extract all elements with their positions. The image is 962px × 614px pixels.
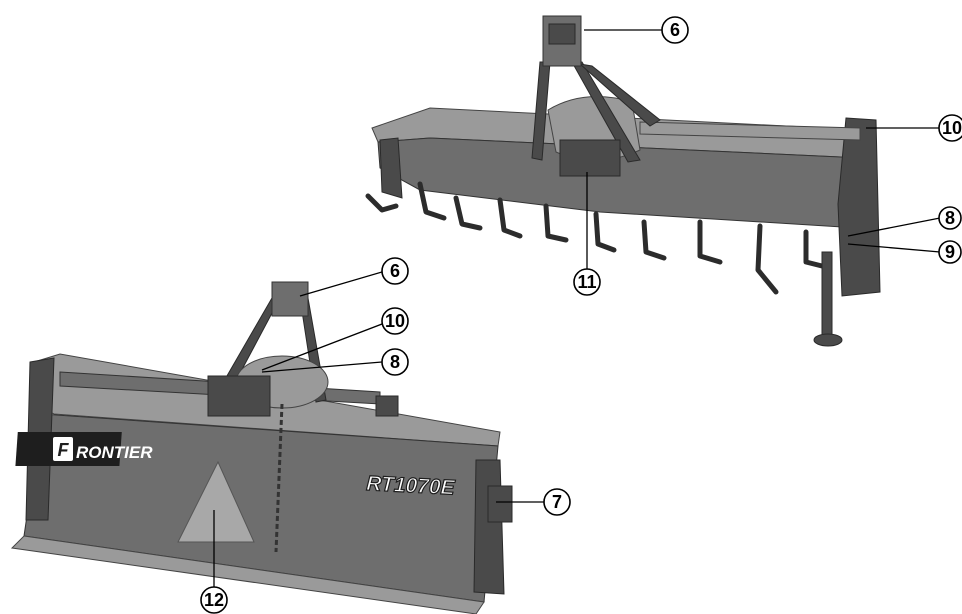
front-adjust-chain (274, 403, 284, 553)
callout-front-10-label: 10 (385, 311, 405, 331)
warning-triangle (177, 460, 255, 543)
callout-rear-6: 6 (661, 16, 689, 44)
leader-front-10 (261, 323, 383, 371)
front-view-tiller: F RONTIER RT1070E (10, 281, 513, 614)
front-chain-case (473, 459, 505, 595)
callout-markers: 6 10 8 9 11 6 10 8 (200, 16, 962, 614)
front-lower-hitch-bracket (375, 395, 399, 417)
front-trailing-board (10, 535, 485, 614)
rear-stand-foot (813, 333, 843, 347)
rear-tines (365, 181, 825, 295)
front-chain-case-cover (487, 485, 513, 523)
callout-front-7-label: 7 (552, 492, 562, 512)
brand-logo-box (51, 435, 75, 463)
callout-rear-10: 10 (938, 114, 962, 142)
brand-name: RONTIER (76, 443, 153, 462)
callout-rear-11-label: 11 (577, 272, 596, 292)
callout-rear-10-label: 10 (942, 118, 962, 138)
callout-front-7: 7 (543, 488, 571, 516)
rear-top-link-pin (548, 23, 576, 45)
callout-front-8-label: 8 (390, 352, 400, 372)
rear-cross-tube (639, 121, 861, 141)
front-top-link-bracket (271, 281, 309, 317)
callout-rear-6-label: 6 (670, 20, 680, 40)
rear-mast-brace (578, 63, 661, 127)
leader-front-8 (261, 361, 383, 373)
rear-left-end-plate (379, 137, 403, 199)
front-gearbox (207, 375, 271, 417)
callout-rear-8: 8 (938, 206, 962, 230)
leader-rear-9 (847, 243, 941, 253)
rear-parking-stand (821, 251, 833, 337)
callout-rear-8-label: 8 (945, 208, 955, 228)
callout-rear-11: 11 (573, 268, 601, 296)
callout-front-12-label: 12 (204, 590, 224, 610)
leader-lines (213, 29, 941, 588)
callout-front-6-label: 6 (390, 261, 400, 281)
rear-chain-case (837, 117, 881, 297)
callout-rear-9-label: 9 (945, 242, 955, 262)
rear-gearbox (559, 139, 621, 177)
rear-view-tiller (365, 15, 881, 347)
model-number: RT1070E (366, 472, 456, 500)
callout-rear-9: 9 (938, 240, 962, 264)
leader-front-6 (299, 271, 383, 297)
callout-front-6: 6 (381, 257, 409, 285)
leader-rear-8 (847, 217, 941, 237)
brand-initial: F (58, 440, 70, 460)
callout-front-10: 10 (381, 307, 409, 335)
callout-front-12: 12 (200, 586, 228, 614)
callout-front-8: 8 (381, 348, 409, 376)
